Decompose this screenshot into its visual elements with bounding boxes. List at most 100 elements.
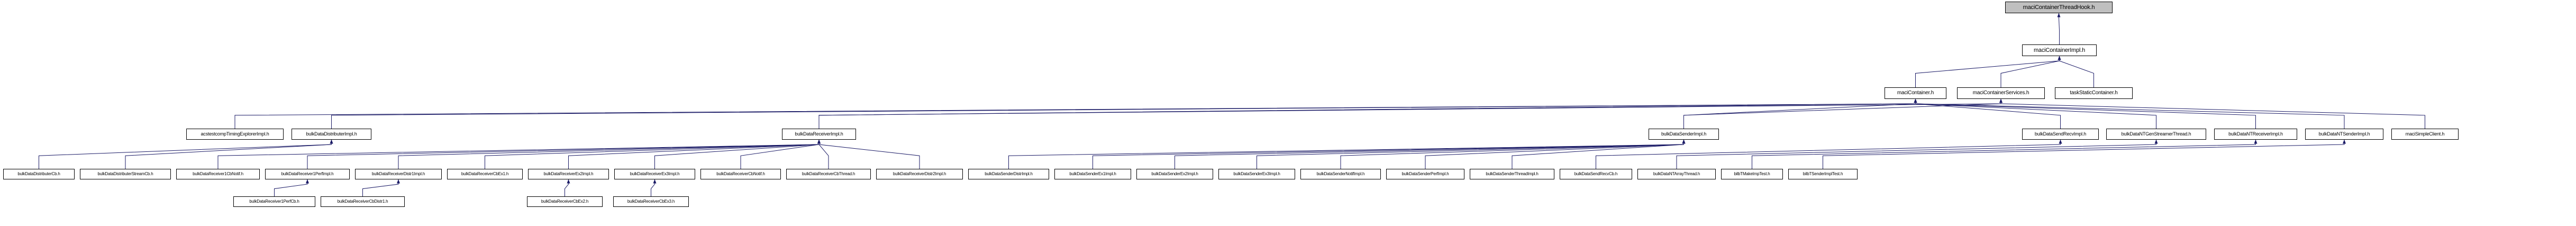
graph-node-bulkdatadistributerimpl[interactable]: bulkDataDistributerImpl.h [292,129,371,140]
graph-edge [1425,139,1686,169]
graph-node-macicontainerimpl[interactable]: maciContainerImpl.h [2022,44,2097,56]
graph-edge [2000,56,2061,87]
graph-node-label: bulkDataSenderEx2Impl.h [1151,171,1198,176]
graph-node-bulkdatareceivercbdistr1[interactable]: bulkDataReceiverCbDistr1.h [321,196,405,207]
graph-node-bilbtmakeimptest[interactable]: bilbTMakeImpTest.h [1721,169,1783,179]
graph-node-bulkdatantreceiverimpl[interactable]: bulkDataNTReceiverImpl.h [2214,129,2297,140]
graph-node-label: bulkDataSenderDistrImpl.h [985,171,1033,176]
graph-edge [1676,139,2158,169]
graph-node-bulkdatareceiver1perfcb[interactable]: bulkDataReceiver1PerfCb.h [233,196,315,207]
graph-node-label: bulkDataSenderImpl.h [1661,131,1707,137]
graph-node-bulkdatantsenderimpl[interactable]: bulkDataNTSenderImpl.h [2305,129,2383,140]
graph-node-bulkdatantgenstreamerthread[interactable]: bulkDataNTGenStreamerThread.h [2106,129,2206,140]
graph-edge [818,98,1917,129]
graph-edge [2057,13,2061,44]
graph-node-bulkdatareceiverex2impl[interactable]: bulkDataReceiverEx2Impl.h [528,169,609,179]
graph-edge [1914,98,2345,129]
graph-edge [1596,139,2062,169]
graph-node-label: bulkDataDistributerCb.h [17,171,60,176]
graph-edge [1752,139,2258,169]
graph-node-label: bulkDataReceiverCbThread.h [802,171,855,176]
graph-node-bulkdatareceivercbthread[interactable]: bulkDataReceiverCbThread.h [786,169,871,179]
graph-node-bulkdatantarraythread[interactable]: bulkDataNTArrayThread.h [1637,169,1716,179]
graph-edge [818,98,2002,129]
graph-edge [1915,56,2061,87]
graph-edge [1823,139,2346,169]
graph-node-bulkdatadistributerstreamcb[interactable]: bulkDataDistributerStreamCb.h [80,169,171,179]
graph-node-bulkdatasenderimpl[interactable]: bulkDataSenderImpl.h [1649,129,1719,140]
graph-node-label: taskStaticContainer.h [2070,90,2118,96]
graph-node-label: bulkDataSenderEx3Impl.h [1233,171,1280,176]
graph-edge [307,139,821,169]
graph-node-bulkdatareceiver1perfimpl[interactable]: bulkDataReceiver1PerfImpl.h [265,169,350,179]
graph-node-bulkdatareceiverex3impl[interactable]: bulkDataReceiverEx3Impl.h [614,169,695,179]
graph-node-bulkdatasenderex1impl[interactable]: bulkDataSenderEx1Impl.h [1054,169,1131,179]
graph-node-label: acstestcompTimingExplorerImpl.h [201,131,269,137]
graph-edge [817,139,829,169]
graph-node-bulkdatareceivercbnotif[interactable]: bulkDataReceiverCbNotif.h [700,169,781,179]
graph-node-label: bulkDataSendRecvCb.h [1574,171,1618,176]
graph-edge [1257,139,1686,169]
graph-node-bulkdatasendernotifimpl[interactable]: bulkDataSenderNotifImpl.h [1300,169,1381,179]
graph-node-label: bulkDataReceiverCbEx1.h [461,171,509,176]
graph-edge [565,179,570,196]
graph-node-bulkdatasenderdistrimpl[interactable]: bulkDataSenderDistrImpl.h [968,169,1049,179]
graph-node-label: bulkDataDistributerImpl.h [306,131,357,137]
graph-node-bulkdatasenderperfimpl[interactable]: bulkDataSenderPerfImpl.h [1386,169,1464,179]
graph-node-bulkdatasenderex3impl[interactable]: bulkDataSenderEx3Impl.h [1218,169,1295,179]
graph-edge [125,139,333,169]
graph-edge [817,139,920,169]
graph-node-macicontainerservices[interactable]: maciContainerServices.h [1957,87,2045,99]
graph-node-label: bulkDataNTSenderImpl.h [2318,131,2370,137]
graph-node-label: bulkDataSenderEx1Impl.h [1069,171,1116,176]
graph-node-bulkdatareceiver1cbnotif[interactable]: bulkDataReceiver1CbNotif.h [176,169,260,179]
graph-node-label: bilbTSenderImplTest.h [1803,171,1843,176]
graph-node-macisimpleclient[interactable]: maciSimpleClient.h [2391,129,2459,140]
graph-node-bulkdatareceiverimpl[interactable]: bulkDataReceiverImpl.h [782,129,856,140]
graph-node-macicontainer[interactable]: maciContainer.h [1885,87,1946,99]
graph-node-label: maciContainerImpl.h [2033,47,2086,53]
graph-edge [1093,139,1686,169]
graph-edge [1914,98,2256,129]
graph-edge [39,139,333,169]
graph-node-label: bulkDataDistributerStreamCb.h [97,171,153,176]
graph-edge [654,139,821,169]
graph-node-label: bulkDataReceiverEx2Impl.h [543,171,594,176]
graph-node-label: bulkDataNTReceiverImpl.h [2228,131,2283,137]
graph-node-acstestcomptimingexplorerimpl[interactable]: acstestcompTimingExplorerImpl.h [186,129,284,140]
graph-node-label: bulkDataReceiver1PerfImpl.h [281,171,334,176]
graph-node-bulkdatasendrecvimpl[interactable]: bulkDataSendRecvImpl.h [2022,129,2099,140]
graph-node-bulkdatareceiverdistr2impl[interactable]: bulkDataReceiverDistr2Impl.h [876,169,963,179]
graph-node-bulkdatareceivercbex2[interactable]: bulkDataReceiverCbEx2.h [527,196,603,207]
graph-node-bulkdatasenderex2impl[interactable]: bulkDataSenderEx2Impl.h [1136,169,1213,179]
graph-node-label: bulkDataReceiverDistr2Impl.h [893,171,946,176]
graph-node-label: bulkDataReceiverDistr1Impl.h [371,171,425,176]
graph-node-bulkdatadistributercb[interactable]: bulkDataDistributerCb.h [3,169,75,179]
graph-node-macicontainerthreadhook[interactable]: maciContainerThreadHook.h [2005,2,2113,13]
graph-node-bulkdatareceivercbex1[interactable]: bulkDataReceiverCbEx1.h [447,169,523,179]
graph-edge [2058,56,2094,87]
graph-node-taskstaticcontainer[interactable]: taskStaticContainer.h [2055,87,2133,99]
graph-edge [740,139,821,169]
graph-node-bulkdatasendrecvcb[interactable]: bulkDataSendRecvCb.h [1560,169,1632,179]
graph-node-label: bulkDataSenderThreadImpl.h [1486,171,1539,176]
graph-edge [234,98,1917,129]
graph-node-label: bulkDataReceiverCbEx3.h [627,199,675,204]
graph-node-label: bulkDataReceiverCbNotif.h [716,171,765,176]
graph-edge [651,179,657,196]
graph-node-label: bulkDataNTGenStreamerThread.h [2121,131,2191,137]
graph-node-bulkdatareceivercbex3[interactable]: bulkDataReceiverCbEx3.h [613,196,689,207]
graph-edge [568,139,821,169]
graph-edge [1914,98,2156,129]
graph-node-label: bilbTMakeImpTest.h [1734,171,1770,176]
graph-node-label: bulkDataReceiverCbEx2.h [541,199,589,204]
graph-node-bulkdatareceiverdistr1impl[interactable]: bulkDataReceiverDistr1Impl.h [355,169,442,179]
graph-edge [362,179,400,196]
graph-node-label: maciSimpleClient.h [2405,131,2445,137]
graph-node-bulkdatasenderthreadimpl[interactable]: bulkDataSenderThreadImpl.h [1470,169,1554,179]
graph-edge [1340,139,1686,169]
graph-edge [485,139,821,169]
graph-node-label: bulkDataSenderNotifImpl.h [1316,171,1365,176]
graph-node-bilbtsenderimpltest[interactable]: bilbTSenderImplTest.h [1788,169,1858,179]
